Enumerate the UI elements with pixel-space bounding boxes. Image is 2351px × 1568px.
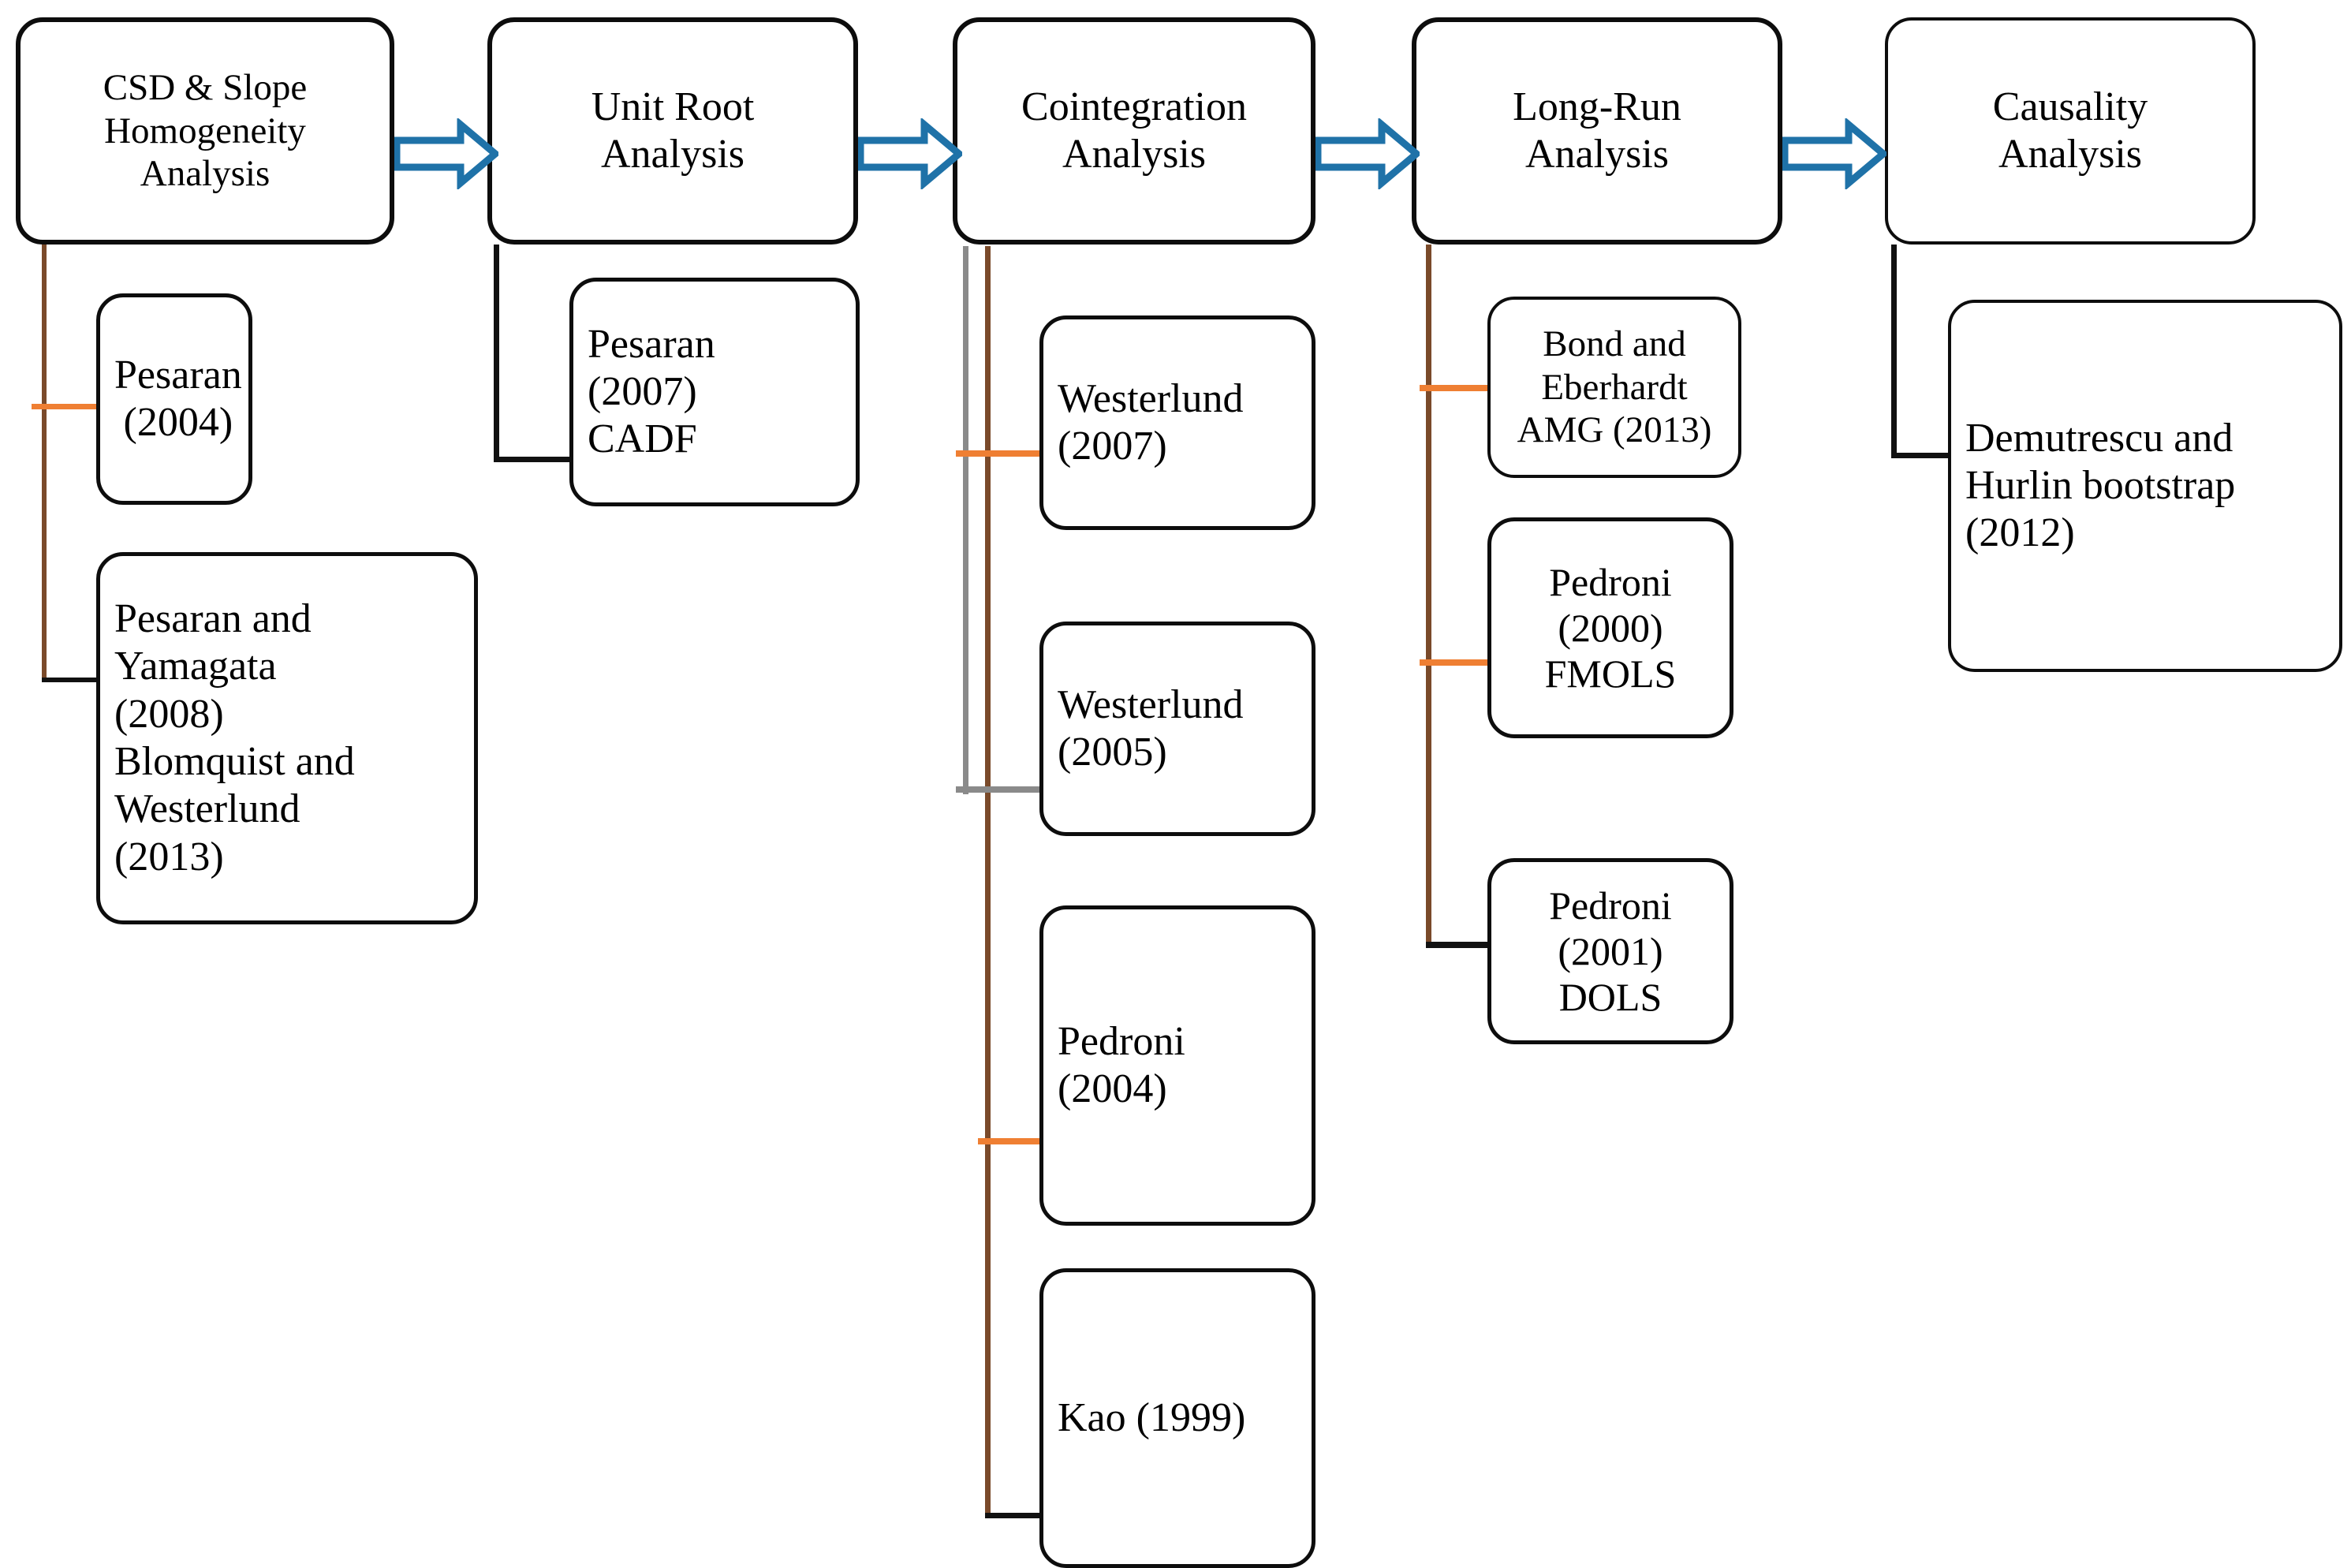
arrow-longrun-to-causality [1781,117,1889,191]
method-box-demutrescu-hurlin[interactable]: Demutrescu and Hurlin bootstrap (2012) [1948,300,2342,672]
stage-box-longrun[interactable]: Long-Run Analysis [1412,17,1782,245]
method-box-pesaran-2007-cadf[interactable]: Pesaran (2007) CADF [569,278,860,506]
connector-elbow-causality [1891,453,1951,458]
connector-stub-pesaran-2004 [32,404,103,409]
connector-trunk-cointegration-brown [985,246,991,1518]
stage-label-unitroot: Unit Root Analysis [591,84,755,177]
method-box-pesaran-yamagata[interactable]: Pesaran and Yamagata (2008) Blomquist an… [96,552,478,924]
method-label-westerlund-2007: Westerlund (2007) [1058,375,1244,469]
method-box-pedroni-2000-fmols[interactable]: Pedroni (2000) FMOLS [1487,517,1733,738]
method-label-westerlund-2005: Westerlund (2005) [1058,681,1244,775]
method-box-pedroni-2004[interactable]: Pedroni (2004) [1039,905,1315,1226]
method-box-bond-eberhardt-amg[interactable]: Bond and Eberhardt AMG (2013) [1487,297,1741,478]
stage-box-unitroot[interactable]: Unit Root Analysis [487,17,858,245]
method-box-westerlund-2005[interactable]: Westerlund (2005) [1039,622,1315,836]
connector-elbow-longrun-bottom [1426,942,1487,948]
method-label-pesaran-2004: Pesaran (2004) [114,352,242,445]
arrow-csd-to-unitroot [393,117,501,191]
method-box-westerlund-2007[interactable]: Westerlund (2007) [1039,315,1315,530]
stage-label-cointegration: Cointegration Analysis [1021,84,1247,177]
method-label-pedroni-2001-dols: Pedroni (2001) DOLS [1549,883,1672,1019]
method-label-bond-eberhardt-amg: Bond and Eberhardt AMG (2013) [1517,323,1712,451]
connector-trunk-csd [42,245,47,682]
stage-label-longrun: Long-Run Analysis [1513,84,1681,177]
method-label-demutrescu-hurlin: Demutrescu and Hurlin bootstrap (2012) [1965,415,2236,556]
connector-trunk-longrun [1426,245,1431,946]
method-label-pesaran-yamagata: Pesaran and Yamagata (2008) Blomquist an… [114,596,355,879]
connector-elbow-cointegration-bottom [985,1513,1040,1518]
method-box-kao-1999[interactable]: Kao (1999) [1039,1268,1315,1568]
connector-trunk-unitroot [494,245,499,461]
arrow-cointegration-to-longrun [1314,117,1422,191]
connector-stub-westerlund-2007 [956,450,1043,457]
method-label-pedroni-2000-fmols: Pedroni (2000) FMOLS [1544,560,1677,696]
stage-box-causality[interactable]: Causality Analysis [1885,17,2256,245]
stage-box-csd[interactable]: CSD & Slope Homogeneity Analysis [16,17,394,245]
connector-trunk-cointegration-gray [963,246,968,794]
connector-stub-bond-eberhardt [1420,385,1494,391]
stage-label-csd: CSD & Slope Homogeneity Analysis [103,67,308,195]
connector-stub-pedroni-2000 [1420,659,1494,666]
connector-elbow-unitroot [494,457,573,462]
method-box-pesaran-2004[interactable]: Pesaran (2004) [96,293,252,505]
method-label-pesaran-2007-cadf: Pesaran (2007) CADF [588,321,715,462]
arrow-unitroot-to-cointegration [856,117,965,191]
stage-label-causality: Causality Analysis [1992,84,2148,177]
connector-elbow-csd-bottom [42,678,101,682]
method-label-kao-1999: Kao (1999) [1058,1394,1246,1440]
method-box-pedroni-2001-dols[interactable]: Pedroni (2001) DOLS [1487,858,1733,1044]
connector-trunk-causality [1891,245,1897,457]
stage-box-cointegration[interactable]: Cointegration Analysis [953,17,1315,245]
connector-stub-westerlund-2005 [956,786,1043,793]
method-label-pedroni-2004: Pedroni (2004) [1058,1018,1185,1111]
connector-stub-pedroni-2004 [978,1138,1043,1144]
